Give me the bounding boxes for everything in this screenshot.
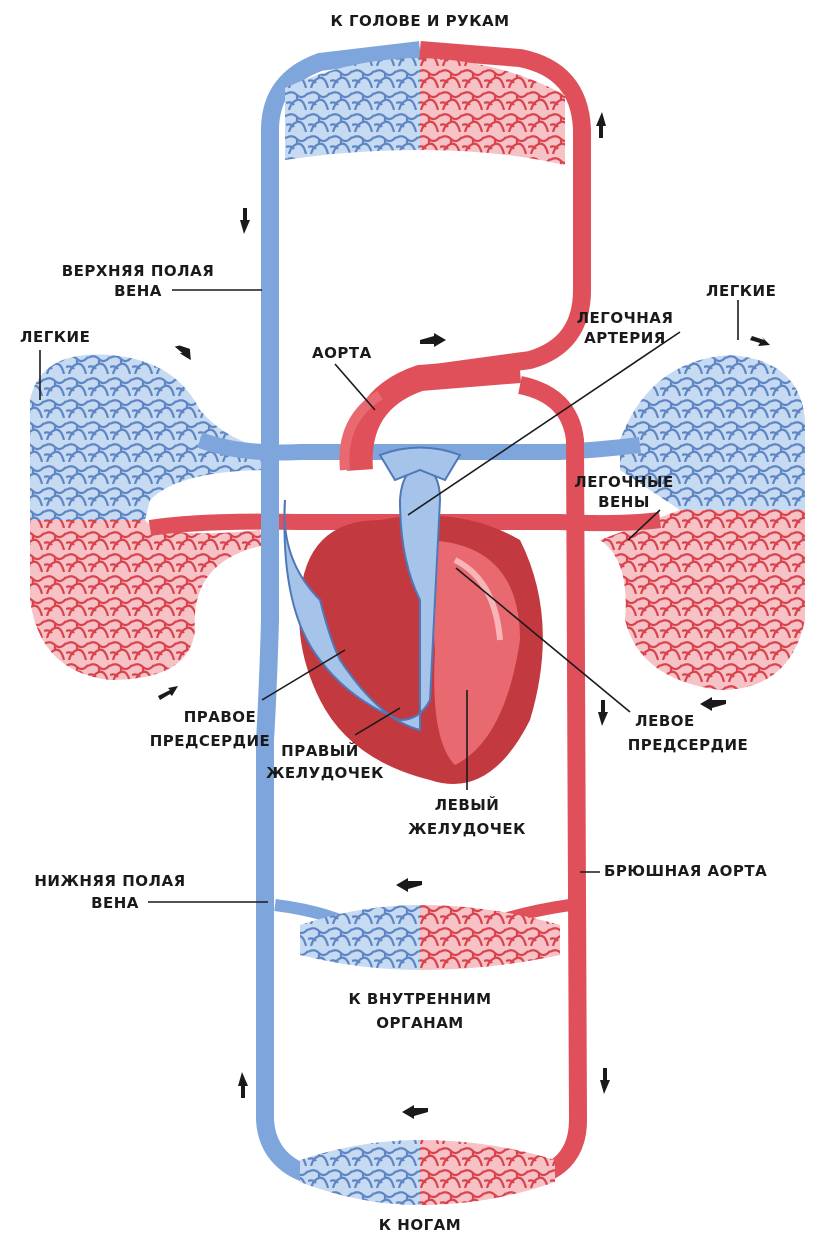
label-pulmonary-veins-line2: ВЕНЫ xyxy=(598,493,650,511)
legs-circuit xyxy=(300,1140,555,1205)
arrow-left-icon xyxy=(396,878,422,892)
label-left-ventricle-line1: ЛЕВЫЙ xyxy=(435,795,500,814)
label-legs: К НОГАМ xyxy=(379,1216,461,1234)
label-right-ventricle-line2: ЖЕЛУДОЧЕК xyxy=(266,764,384,782)
arrow-down-icon xyxy=(240,208,250,234)
arrow-upright-icon xyxy=(158,686,178,700)
abdominal-aorta-vessel xyxy=(420,385,578,1185)
label-pulmonary-veins-line1: ЛЕГОЧНЫЕ xyxy=(574,473,673,491)
internal-organs-circuit xyxy=(275,905,570,970)
legs-capillaries-arterial xyxy=(420,1140,555,1205)
label-left-atrium-line1: ЛЕВОЕ xyxy=(635,712,695,730)
arrow-down-icon xyxy=(600,1068,610,1094)
label-right-atrium-line2: ПРЕДСЕРДИЕ xyxy=(150,732,271,750)
right-pulmonary-artery-vessel xyxy=(420,445,640,452)
label-abdominal-aorta: БРЮШНАЯ АОРТА xyxy=(604,862,767,880)
arrow-right-icon xyxy=(420,333,446,347)
label-lungs-right: ЛЕГКИЕ xyxy=(706,282,776,300)
head-arms-circuit xyxy=(270,50,582,375)
label-left-atrium-line2: ПРЕДСЕРДИЕ xyxy=(628,736,749,754)
label-superior-vena-cava-line2: ВЕНА xyxy=(114,282,162,300)
leader-aorta xyxy=(335,364,375,410)
arrow-left-icon xyxy=(700,697,726,711)
label-pulmonary-artery-line1: ЛЕГОЧНАЯ xyxy=(577,309,674,327)
label-lungs-left: ЛЕГКИЕ xyxy=(20,328,90,346)
legs-capillaries-venous xyxy=(300,1140,420,1205)
label-aorta: АОРТА xyxy=(312,344,372,362)
arrow-downright-icon xyxy=(750,336,770,346)
label-internal-organs-line2: ОРГАНАМ xyxy=(376,1014,464,1032)
label-head-arms: К ГОЛОВЕ И РУКАМ xyxy=(330,12,509,30)
label-pulmonary-artery-line2: АРТЕРИЯ xyxy=(584,329,666,347)
arrow-upleft-icon xyxy=(173,339,197,362)
arrow-up-icon xyxy=(596,112,606,138)
label-inferior-vena-cava-line2: ВЕНА xyxy=(91,894,139,912)
left-lung-venous-capillaries xyxy=(30,355,270,520)
label-right-atrium-line1: ПРАВОЕ xyxy=(184,708,257,726)
left-pulmonary-artery-vessel xyxy=(200,440,420,453)
label-superior-vena-cava-line1: ВЕРХНЯЯ ПОЛАЯ xyxy=(62,262,215,280)
label-internal-organs-line1: К ВНУТРЕННИМ xyxy=(348,990,491,1008)
label-inferior-vena-cava-line1: НИЖНЯЯ ПОЛАЯ xyxy=(34,872,185,890)
arrow-up-icon xyxy=(238,1072,248,1098)
arrow-left-icon xyxy=(402,1105,428,1119)
arrow-down-icon xyxy=(598,700,608,726)
label-right-ventricle-line1: ПРАВЫЙ xyxy=(281,741,359,760)
label-left-ventricle-line2: ЖЕЛУДОЧЕК xyxy=(408,820,526,838)
left-lung-arterial-capillaries xyxy=(30,520,265,680)
